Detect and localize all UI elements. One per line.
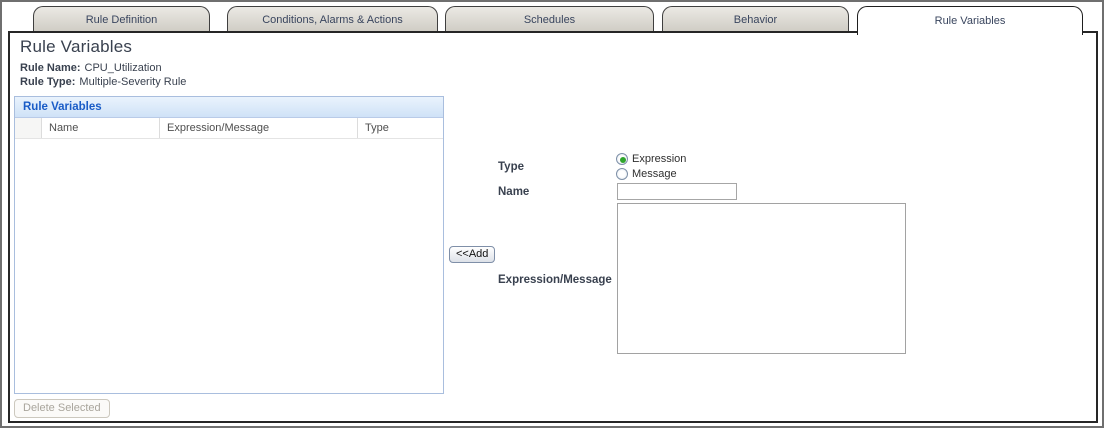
column-name: Name xyxy=(42,118,160,138)
content-panel: Rule Variables Rule Name:CPU_Utilization… xyxy=(8,31,1098,423)
radio-expression[interactable]: Expression xyxy=(616,152,686,166)
rule-type-value: Multiple-Severity Rule xyxy=(79,76,187,88)
column-expression-message: Expression/Message xyxy=(160,118,358,138)
tab-label: Schedules xyxy=(523,13,576,26)
type-label: Type xyxy=(498,161,524,173)
add-button[interactable]: <<Add xyxy=(449,246,496,263)
rule-type-line: Rule Type:Multiple-Severity Rule xyxy=(20,76,186,88)
tab-label: Rule Definition xyxy=(85,13,158,26)
column-select xyxy=(15,118,42,138)
expression-message-label: Expression/Message xyxy=(498,274,612,286)
page-title: Rule Variables xyxy=(20,37,133,56)
delete-selected-button[interactable]: Delete Selected xyxy=(14,399,110,418)
table-title: Rule Variables xyxy=(15,97,443,118)
column-type: Type xyxy=(365,122,389,134)
tab-label: Conditions, Alarms & Actions xyxy=(262,13,403,26)
rule-name-label: Rule Name: xyxy=(20,62,81,74)
radio-message-label: Message xyxy=(632,168,677,180)
rule-name-line: Rule Name:CPU_Utilization xyxy=(20,62,162,74)
expression-message-textarea[interactable] xyxy=(617,203,906,354)
name-input[interactable] xyxy=(617,183,737,200)
tab-conditions-alarms-actions[interactable]: Conditions, Alarms & Actions xyxy=(227,6,438,32)
radio-expression-label: Expression xyxy=(632,153,687,165)
radio-button-icon[interactable] xyxy=(616,153,628,165)
tab-schedules[interactable]: Schedules xyxy=(445,6,654,32)
name-label: Name xyxy=(498,186,530,198)
rule-variables-table: Rule Variables Name Expression/Message T… xyxy=(14,96,444,394)
radio-message[interactable]: Message xyxy=(616,167,677,181)
tab-label: Rule Variables xyxy=(934,15,1006,27)
tab-rule-definition[interactable]: Rule Definition xyxy=(33,6,210,32)
tab-behavior[interactable]: Behavior xyxy=(662,6,849,32)
rule-type-label: Rule Type: xyxy=(20,76,76,88)
tab-label: Behavior xyxy=(733,13,778,26)
table-header-row: Name Expression/Message Type xyxy=(15,118,443,139)
table-body-empty xyxy=(15,139,443,393)
rule-name-value: CPU_Utilization xyxy=(84,62,162,74)
tab-rule-variables[interactable]: Rule Variables xyxy=(857,6,1083,35)
radio-button-icon[interactable] xyxy=(616,168,628,180)
